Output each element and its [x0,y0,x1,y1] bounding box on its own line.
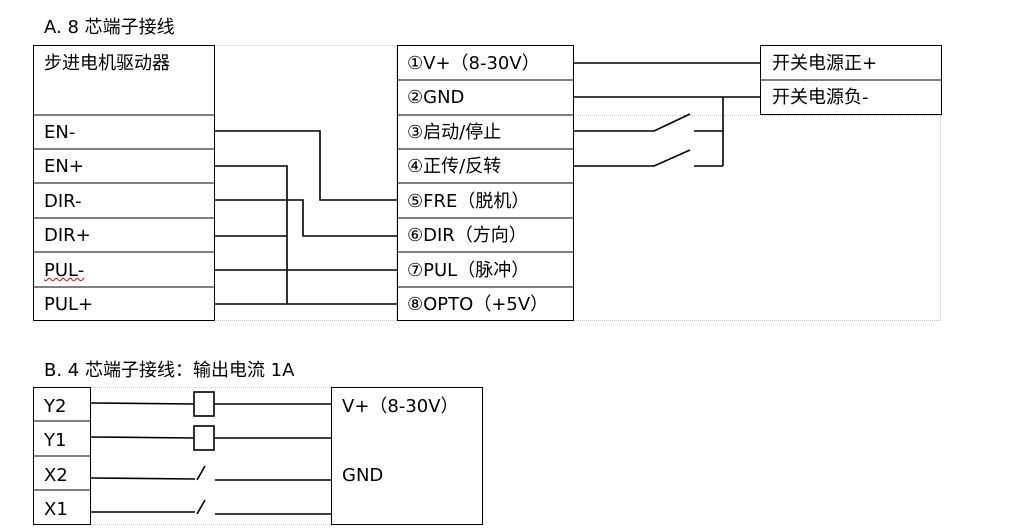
switch-x2-contact [196,465,206,481]
wire-dir-minus-dir [215,199,397,237]
wire-x2-a [90,477,196,480]
terminal-8-opto: ⑧OPTO（+5V） [407,294,549,315]
terminal-2-gnd: ②GND [407,87,465,108]
connector-pin-y2: Y2 [44,396,67,417]
driver-pin-dir-minus: DIR- [44,191,82,212]
switch-start-stop-contact [653,113,691,132]
switch-direction-contact [653,149,691,167]
connector-pin-x1: X1 [44,499,68,520]
terminal-4-direction: ④正传/反转 [407,156,502,177]
driver-header: 步进电机驱动器 [44,53,170,74]
driver-pin-en-plus: EN+ [44,156,84,177]
driver-pin-dir-plus: DIR+ [44,225,91,246]
section-b-title: B. 4 芯端子接线：输出电流 1A [44,360,295,381]
connector-pin-y1: Y1 [44,430,67,451]
wire-y1-a [90,436,195,439]
terminal-7-pul: ⑦PUL（脉冲） [407,260,530,281]
terminal-1-v-plus: ①V+（8-30V） [407,53,540,74]
power-positive: 开关电源正+ [772,53,878,74]
relay-coil-y1 [193,425,215,451]
driver-pin-pul-minus: PUL- [44,260,85,281]
driver-pin-pul-plus: PUL+ [44,294,94,315]
connector-v-plus: V+（8-30V） [342,396,459,417]
wire-en-minus-fre [215,130,397,201]
terminal-3-start-stop: ③启动/停止 [407,122,502,143]
driver-pin-en-minus: EN- [44,122,76,143]
wire-en-plus-opto [215,165,288,304]
terminal-6-dir: ⑥DIR（方向） [407,225,527,246]
connector-pin-x2: X2 [44,465,68,486]
wire-y2-a [90,402,195,405]
switch-x1-contact [196,499,206,515]
power-negative: 开关电源负- [772,87,869,108]
terminal-5-fre: ⑤FRE（脱机） [407,191,530,212]
relay-coil-y2 [193,391,215,417]
connector-power-table [331,387,483,525]
connector-gnd: GND [342,465,384,486]
section-a-title: A. 8 芯端子接线 [44,17,175,38]
